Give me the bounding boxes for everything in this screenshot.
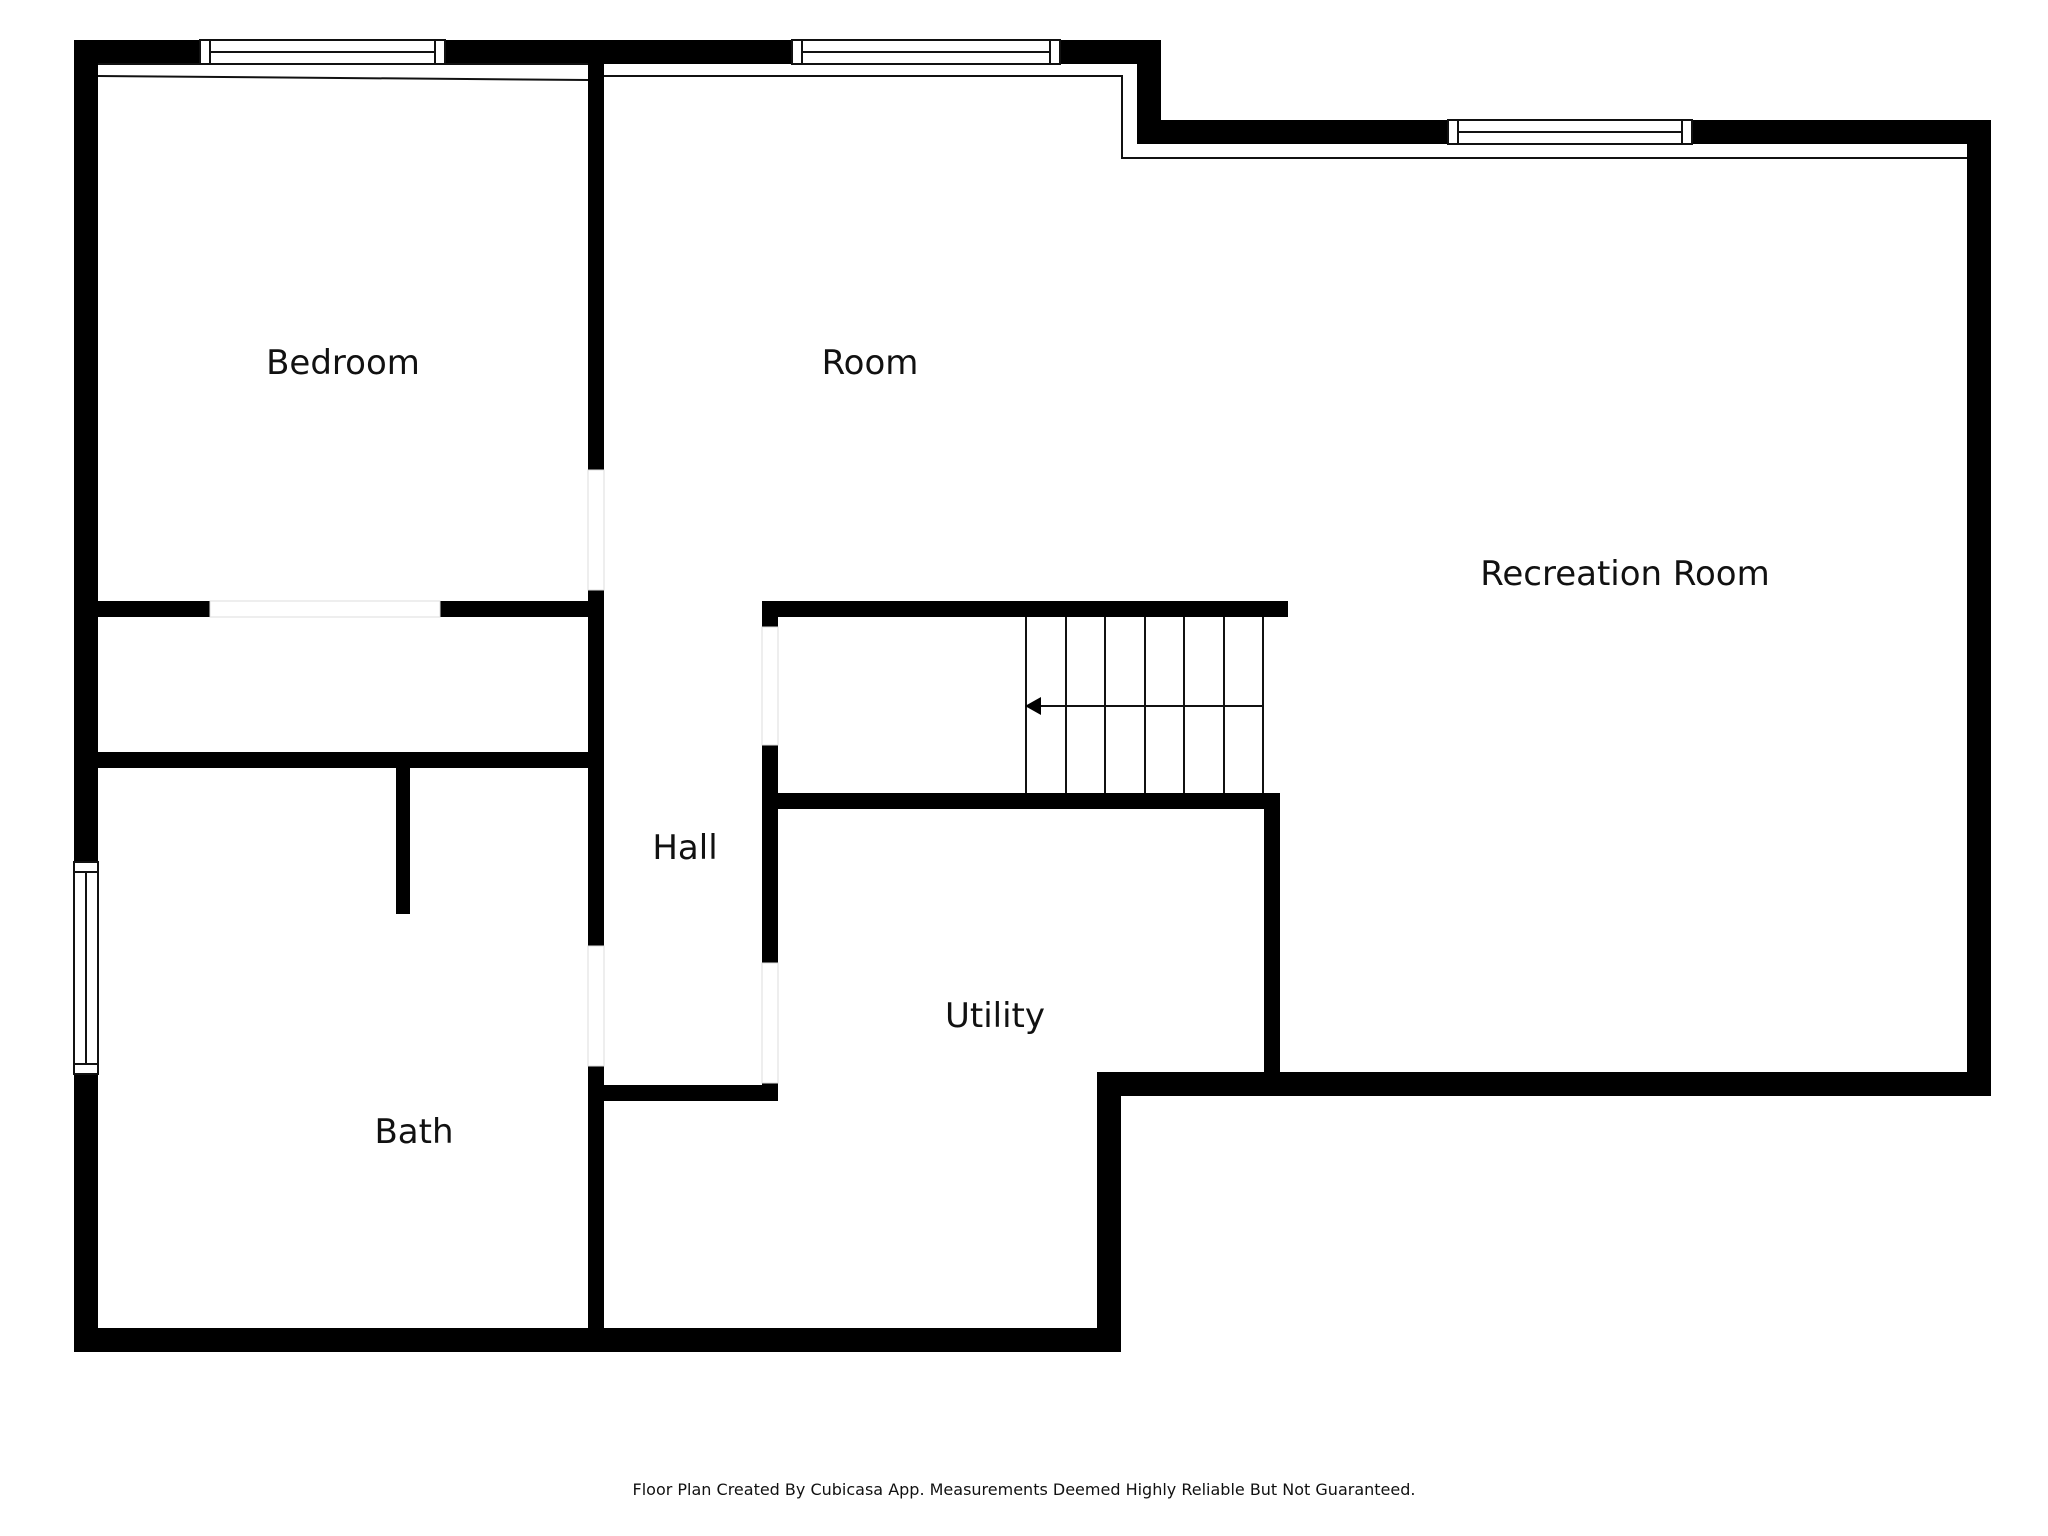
interior-walls xyxy=(98,64,1288,1352)
window-bath-left xyxy=(73,861,99,1075)
footer-disclaimer: Floor Plan Created By Cubicasa App. Meas… xyxy=(632,1480,1416,1499)
window-bedroom-top xyxy=(199,39,446,65)
room-label-recreation-room: Recreation Room xyxy=(1480,554,1769,594)
window-recreation-top xyxy=(1447,119,1693,145)
windows xyxy=(73,39,1693,1075)
window-room-top xyxy=(791,39,1061,65)
room-label-utility: Utility xyxy=(945,996,1045,1036)
room-label-hall: Hall xyxy=(652,828,717,868)
room-label-room: Room xyxy=(822,343,919,383)
room-label-bath: Bath xyxy=(374,1112,453,1152)
stair-direction-arrow-icon xyxy=(1025,697,1041,715)
stairs xyxy=(1025,617,1264,793)
room-label-bedroom: Bedroom xyxy=(266,343,420,383)
door-openings xyxy=(209,469,779,1084)
